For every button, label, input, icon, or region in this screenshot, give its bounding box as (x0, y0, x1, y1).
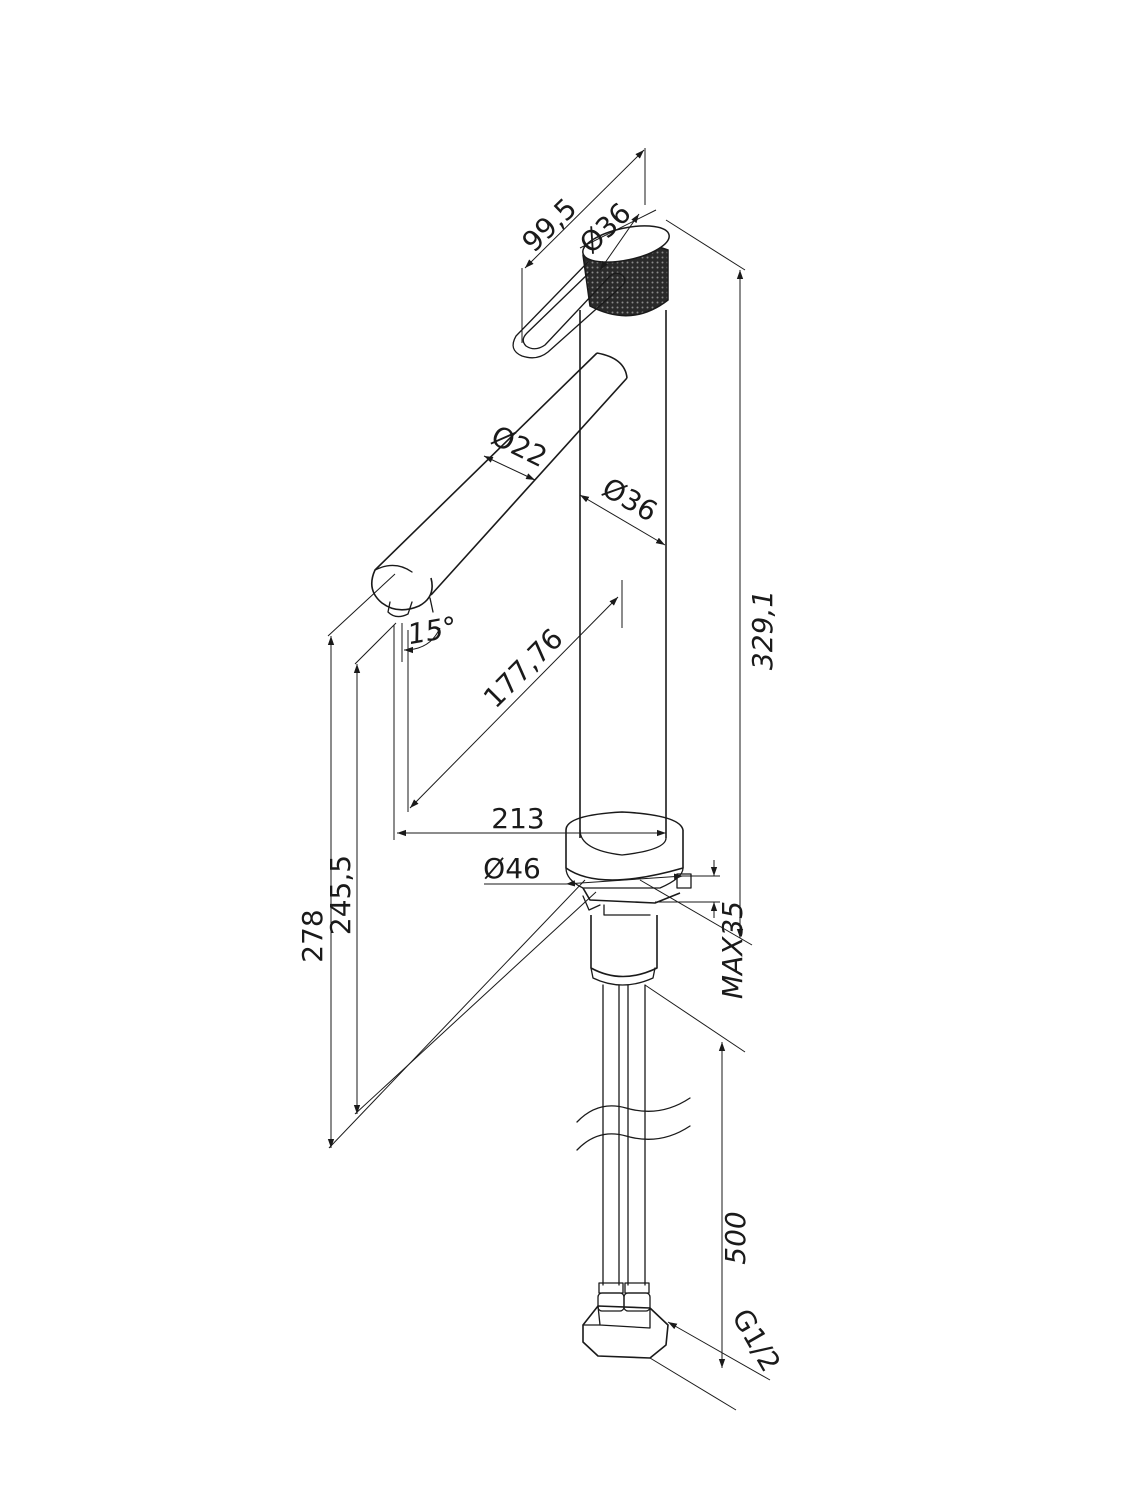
dim-spout-angle: 15° (405, 610, 460, 651)
dimension-lines (327, 148, 771, 1411)
lever (512, 261, 626, 359)
dim-total-height: 329,1 (746, 590, 779, 670)
spout (370, 352, 628, 618)
dim-hose-length: 500 (719, 1211, 752, 1264)
dim-body-diameter: Ø36 (597, 471, 663, 528)
dim-handle-reach: 99,5 (516, 192, 584, 259)
dim-base-diameter: Ø46 (483, 852, 541, 885)
dim-height-278: 278 (296, 909, 329, 962)
dim-spout-diameter: Ø22 (486, 419, 552, 474)
dim-max-deck: MAX35 (716, 901, 749, 999)
dim-spout-length: 177,76 (477, 622, 570, 715)
dim-spout-reach: 213 (491, 802, 544, 835)
dim-height-245: 245,5 (324, 855, 357, 935)
dim-thread: G1/2 (725, 1303, 787, 1377)
supply-hoses (576, 984, 691, 1359)
faucet-body (370, 225, 692, 1359)
